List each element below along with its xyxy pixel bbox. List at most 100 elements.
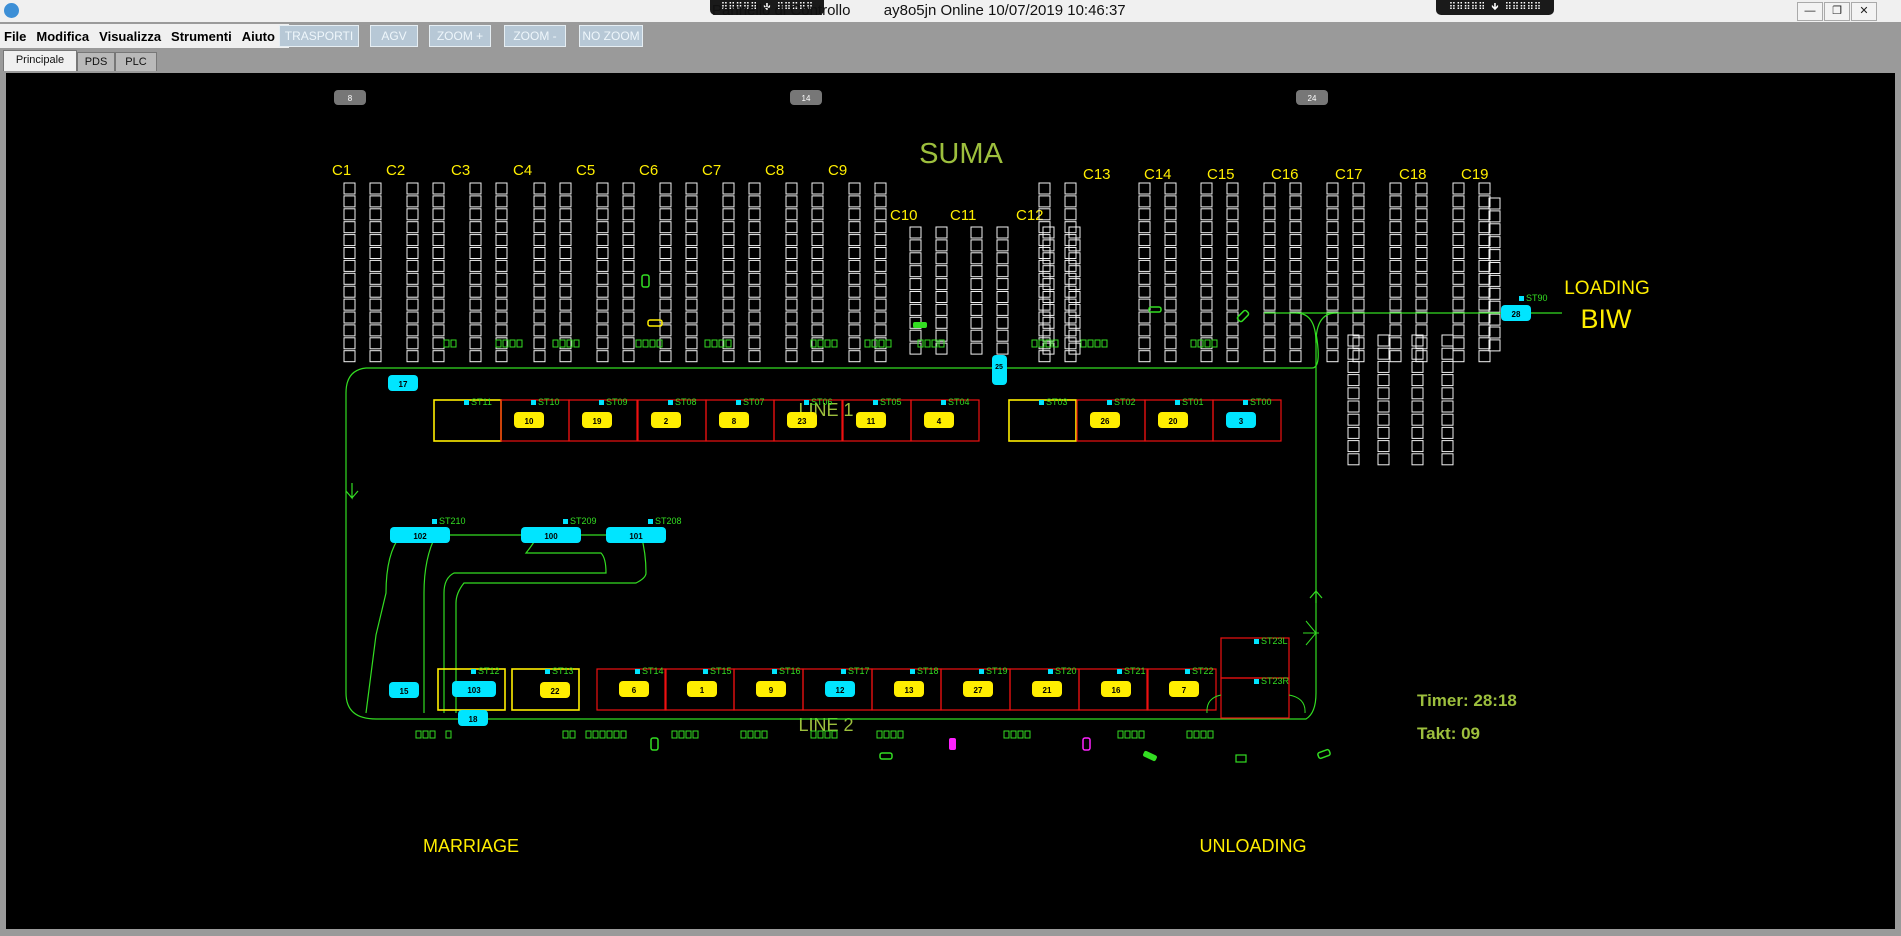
agv-vehicle[interactable]: 28 — [1501, 305, 1531, 321]
menu-strumenti[interactable]: Strumenti — [171, 28, 232, 44]
rack-cell — [659, 195, 672, 208]
rack-cell — [1138, 350, 1151, 363]
rack-cell — [1138, 208, 1151, 221]
agv-vehicle[interactable]: 25 — [992, 355, 1007, 385]
rack-cell — [970, 278, 983, 291]
menu-modifica[interactable]: Modifica — [36, 28, 90, 44]
takt-readout: Takt: 09 — [1417, 724, 1480, 743]
right-drop-widget[interactable]: ⠿⠿⠿⠿⠿ 🡻 ⠿⠿⠿⠿⠿ — [1436, 0, 1554, 15]
rack-cell — [1452, 221, 1465, 234]
rack-cell — [1138, 195, 1151, 208]
rack-cell — [1200, 182, 1213, 195]
rack-cell — [785, 298, 798, 311]
rack-cell — [1389, 337, 1402, 350]
tab-plc[interactable]: PLC — [115, 52, 157, 71]
close-button[interactable]: ✕ — [1851, 2, 1877, 21]
minimize-button[interactable]: — — [1797, 2, 1823, 21]
zoom-out-button[interactable]: ZOOM - — [504, 25, 566, 47]
left-drop-widget[interactable]: ⠿⠿⠿⠿⠿ 🡻 ⠿⠿⠿⠿⠿ — [710, 0, 824, 15]
rack-cell — [1038, 247, 1051, 259]
agv-vehicle[interactable]: 102 — [390, 527, 450, 543]
agv-vehicle[interactable]: 18 — [458, 710, 488, 726]
agv-vehicle[interactable]: 3 — [1226, 412, 1256, 428]
rack-cell — [596, 182, 609, 195]
agv-vehicle[interactable]: 22 — [540, 682, 570, 698]
agv-vehicle[interactable]: 100 — [521, 527, 581, 543]
agv-vehicle[interactable]: 10 — [514, 412, 544, 428]
rack-cell — [343, 298, 356, 311]
station-indicator — [703, 669, 708, 674]
station-box[interactable] — [1220, 677, 1290, 719]
status-cell — [876, 730, 883, 739]
agv-vehicle[interactable]: 20 — [1158, 412, 1188, 428]
rack-cell — [495, 272, 508, 285]
rack-cell — [1452, 195, 1465, 208]
menu-aiuto[interactable]: Aiuto — [241, 28, 275, 44]
unloading-label: UNLOADING — [1199, 836, 1306, 856]
rack-cell — [1411, 440, 1424, 453]
status-cell — [864, 339, 871, 348]
agv-vehicle[interactable]: 21 — [1032, 681, 1062, 697]
agv-vehicle[interactable]: 101 — [606, 527, 666, 543]
agv-vehicle[interactable]: 8 — [719, 412, 749, 428]
agv-vehicle[interactable]: 2 — [651, 412, 681, 428]
tab-pds[interactable]: PDS — [77, 52, 115, 71]
agv-body — [1226, 412, 1256, 428]
rack-cell — [469, 247, 482, 259]
rack-cell — [1415, 272, 1428, 285]
agv-vehicle[interactable]: 6 — [619, 681, 649, 697]
rack-cell — [1289, 285, 1302, 298]
agv-button[interactable]: AGV — [370, 25, 418, 47]
agv-vehicle[interactable]: 9 — [756, 681, 786, 697]
agv-vehicle[interactable]: 27 — [963, 681, 993, 697]
direction-arrow-icon — [345, 483, 359, 500]
agv-vehicle[interactable]: 103 — [452, 681, 496, 697]
rack-cell — [1326, 247, 1339, 259]
agv-vehicle[interactable]: 16 — [1101, 681, 1131, 697]
agv-vehicle[interactable]: 13 — [894, 681, 924, 697]
status-cell — [761, 730, 768, 739]
status-cell — [1211, 339, 1218, 348]
rack-cell — [1200, 234, 1213, 247]
menu-visualizza[interactable]: Visualizza — [99, 28, 162, 44]
station-indicator — [464, 400, 469, 405]
rack-cell — [622, 182, 635, 195]
rack-cell — [1263, 182, 1276, 195]
station-label: ST14 — [642, 666, 664, 676]
agv-vehicle[interactable]: 11 — [856, 412, 886, 428]
rack-cell — [909, 303, 922, 316]
agv-vehicle[interactable]: 23 — [787, 412, 817, 428]
station-label: ST10 — [538, 397, 560, 407]
rack-cell — [748, 285, 761, 298]
agv-vehicle[interactable]: 12 — [825, 681, 855, 697]
station-box[interactable] — [1078, 668, 1149, 711]
trasporti-button[interactable]: TRASPORTI — [279, 25, 359, 47]
rack-column-label: C11 — [950, 207, 976, 224]
agv-vehicle[interactable]: 1 — [687, 681, 717, 697]
rack-cell — [1488, 287, 1501, 300]
rack-cell — [811, 285, 824, 298]
agv-vehicle[interactable]: 7 — [1169, 681, 1199, 697]
station-box[interactable] — [1146, 668, 1217, 711]
rack-cell — [1441, 347, 1454, 360]
zoom-in-button[interactable]: ZOOM + — [429, 25, 491, 47]
rack-cell — [685, 350, 698, 363]
marker — [1235, 754, 1247, 763]
agv-vehicle[interactable]: 4 — [924, 412, 954, 428]
no-zoom-button[interactable]: NO ZOOM — [579, 25, 643, 47]
rack-cell — [495, 285, 508, 298]
rack-cell — [1478, 272, 1491, 285]
rack-cell — [343, 182, 356, 195]
menu-file[interactable]: File — [4, 28, 27, 44]
agv-vehicle[interactable]: 15 — [389, 682, 419, 698]
rack-cell — [1064, 337, 1077, 350]
rack-cell — [1289, 182, 1302, 195]
agv-vehicle[interactable]: 17 — [388, 375, 418, 391]
agv-vehicle[interactable]: 19 — [582, 412, 612, 428]
rack-cell — [432, 221, 445, 234]
restore-button[interactable]: ❐ — [1824, 2, 1850, 21]
agv-vehicle[interactable]: 26 — [1090, 412, 1120, 428]
rack-cell — [1289, 350, 1302, 363]
station-box[interactable] — [596, 668, 667, 711]
tab-principale[interactable]: Principale — [3, 50, 77, 71]
